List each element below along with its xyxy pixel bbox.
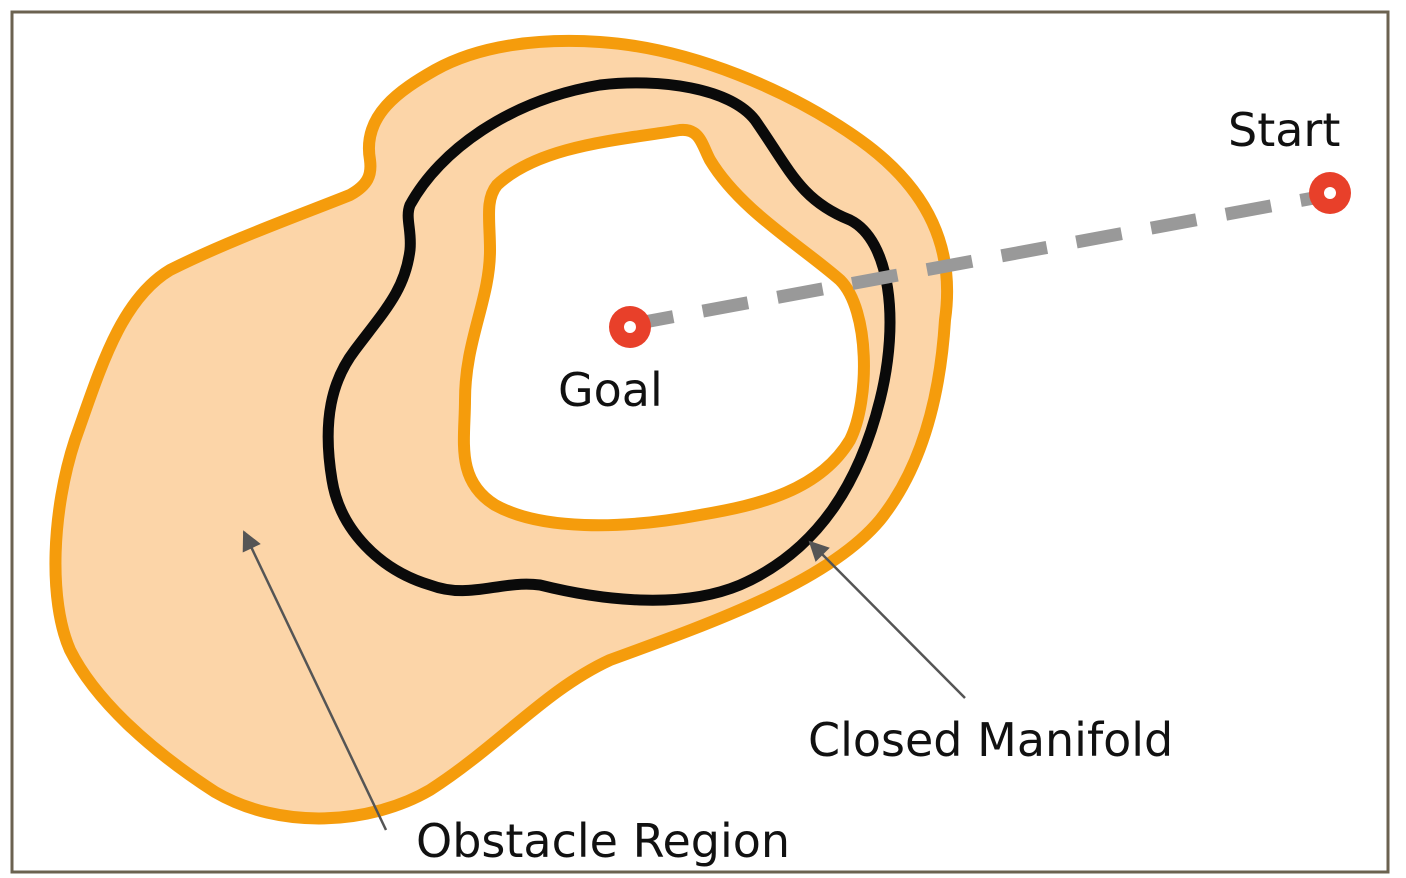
closed-manifold-pointer bbox=[808, 540, 966, 699]
goal-label: Goal bbox=[558, 363, 663, 417]
goal-point-icon bbox=[609, 306, 651, 348]
closed-manifold-label: Closed Manifold bbox=[808, 713, 1173, 767]
obstacle-region bbox=[49, 34, 954, 825]
obstacle-region-label: Obstacle Region bbox=[416, 814, 790, 868]
start-label: Start bbox=[1228, 103, 1340, 157]
obstacle-region-pointer bbox=[242, 530, 388, 831]
start-point-icon bbox=[1309, 172, 1351, 214]
closed-manifold-curve bbox=[322, 77, 896, 606]
path-line bbox=[626, 188, 1332, 332]
